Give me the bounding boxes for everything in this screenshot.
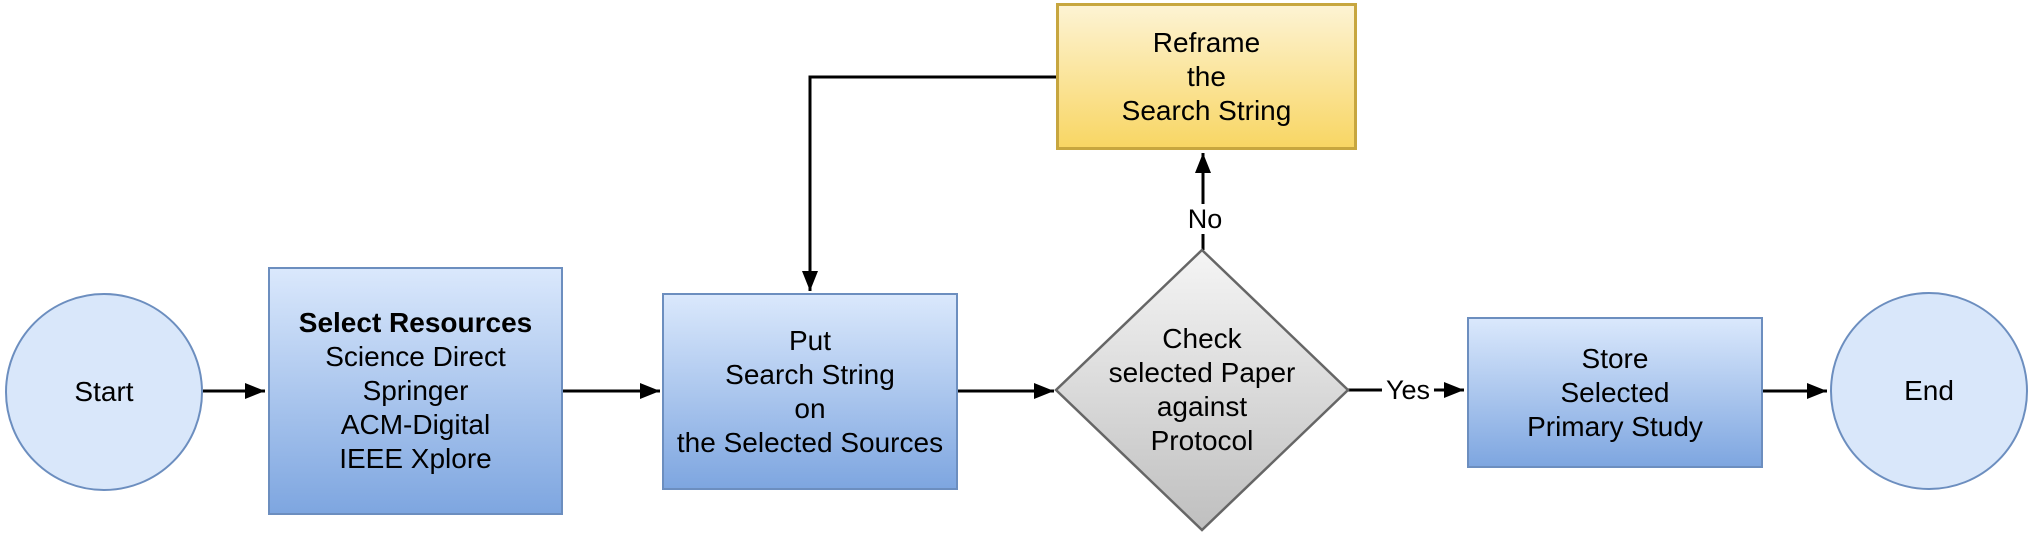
put-search-string-label: Put Search String on the Selected Source… xyxy=(676,324,944,458)
select-resources-title: Select Resources xyxy=(298,307,533,338)
decision-node-label: Check selected Paper against Protocol xyxy=(1056,250,1348,530)
arrow-reframe-loop-to-put xyxy=(802,75,1056,291)
start-node: Start xyxy=(5,293,203,491)
end-label: End xyxy=(1904,375,1954,406)
select-resources-node: Select Resources Science Direct Springer… xyxy=(268,267,563,515)
store-node: Store Selected Primary Study xyxy=(1467,317,1763,468)
check-paper-label: Check selected Paper against Protocol xyxy=(1108,323,1296,456)
put-search-string-node: Put Search String on the Selected Source… xyxy=(662,293,958,490)
select-resources-items: Science Direct Springer ACM-Digital IEEE… xyxy=(325,341,506,474)
end-node: End xyxy=(1830,292,2028,490)
start-label: Start xyxy=(74,376,134,407)
edge-label-yes: Yes xyxy=(1381,375,1435,405)
store-label: Store Selected Primary Study xyxy=(1527,342,1703,442)
reframe-node: Reframe the Search String xyxy=(1056,3,1357,150)
decision-diamond-shape xyxy=(1054,248,1350,532)
edge-label-no: No xyxy=(1183,204,1227,234)
reframe-label: Reframe the Search String xyxy=(1121,26,1292,126)
